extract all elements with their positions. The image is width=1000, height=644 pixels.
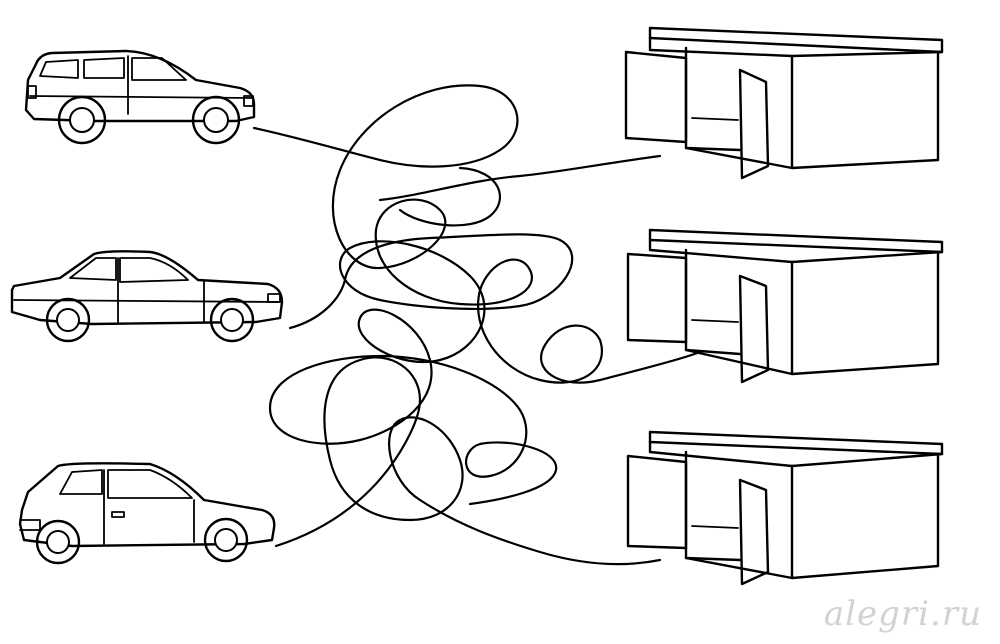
tangle-path-3[interactable] bbox=[274, 356, 662, 566]
tangle-path-1[interactable] bbox=[252, 84, 702, 384]
tangled-lines bbox=[252, 84, 702, 566]
tangle-path-4 bbox=[378, 154, 662, 202]
suv-car[interactable] bbox=[24, 49, 256, 145]
garage-middle[interactable] bbox=[626, 228, 944, 384]
tangle-path-5 bbox=[398, 166, 501, 227]
sedan-car[interactable] bbox=[10, 250, 284, 343]
garage-bottom[interactable] bbox=[626, 430, 944, 586]
hatchback-car[interactable] bbox=[18, 462, 276, 565]
watermark: alegri.ru bbox=[823, 594, 982, 634]
garage-top[interactable] bbox=[624, 26, 944, 180]
tangle-path-2[interactable] bbox=[268, 233, 574, 506]
